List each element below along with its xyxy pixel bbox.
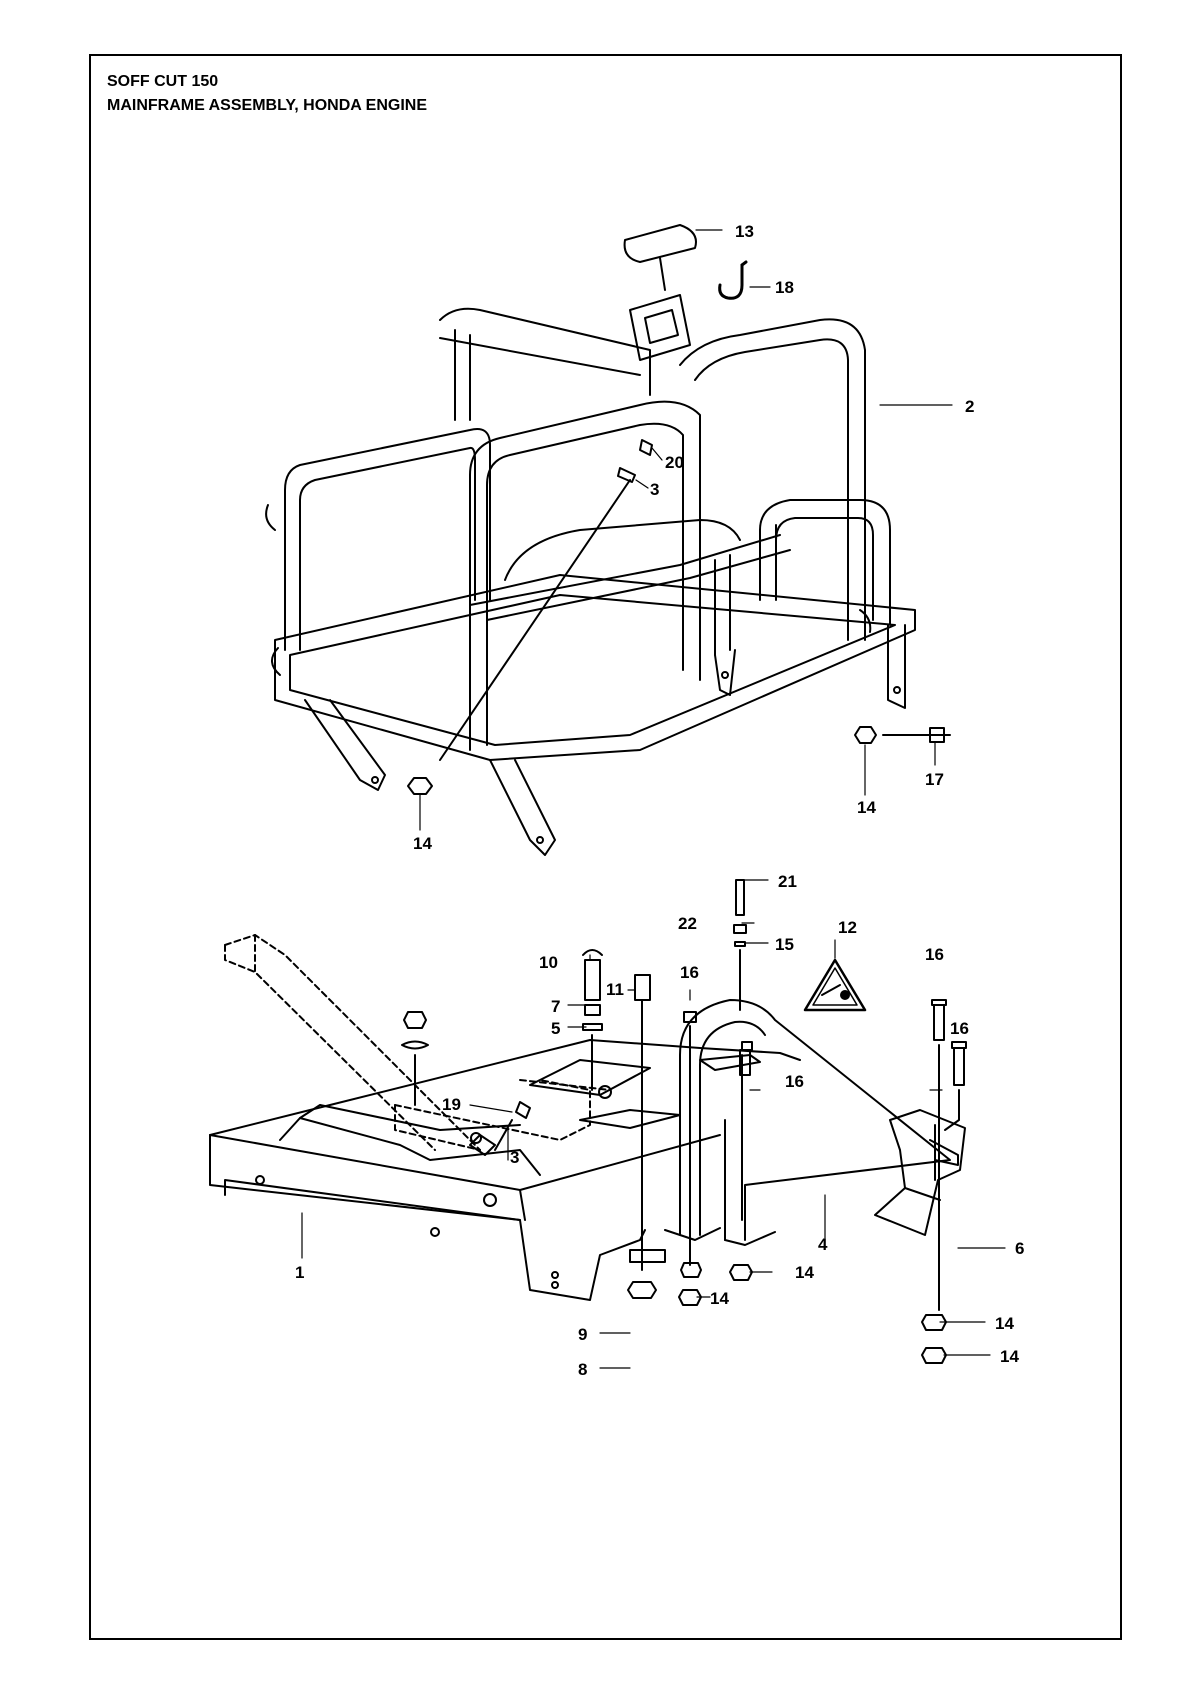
callout-9: 9 <box>578 1325 587 1344</box>
guard-bolts <box>678 879 967 1364</box>
callout-22: 22 <box>678 914 697 933</box>
callout-3-frame: 3 <box>650 480 659 499</box>
callout-14-frame-left: 14 <box>413 834 432 853</box>
frame-nuts <box>407 726 951 795</box>
base-plate <box>209 1039 801 1301</box>
lifting-hook-part <box>718 260 748 300</box>
callout-17: 17 <box>925 770 944 789</box>
callout-16-right: 16 <box>950 1019 969 1038</box>
callout-8: 8 <box>578 1360 587 1379</box>
callout-11: 11 <box>606 980 624 999</box>
callout-3-base: 3 <box>510 1148 519 1167</box>
leader-lines <box>301 229 1006 1369</box>
warning-label-part <box>803 958 867 1012</box>
callout-12: 12 <box>838 918 857 937</box>
callout-10: 10 <box>539 953 558 972</box>
frame-bolt-part <box>439 439 653 761</box>
callout-20: 20 <box>665 453 684 472</box>
callout-4: 4 <box>818 1235 828 1254</box>
callout-1: 1 <box>295 1263 304 1282</box>
callout-5: 5 <box>551 1019 560 1038</box>
rear-bracket-part <box>874 1109 966 1236</box>
hook-sleeve-part <box>623 224 697 291</box>
callout-2: 2 <box>965 397 974 416</box>
diagram-header: SOFF CUT 150 MAINFRAME ASSEMBLY, HONDA E… <box>107 70 427 118</box>
page-border <box>89 54 1122 1640</box>
callout-14-bracket-bottom: 14 <box>1000 1347 1019 1366</box>
model-name: SOFF CUT 150 <box>107 73 219 90</box>
callout-6: 6 <box>1015 1239 1024 1258</box>
mainframe-tube-frame <box>265 307 916 856</box>
callout-16-left: 16 <box>680 963 699 982</box>
belt-guard <box>664 999 959 1246</box>
callout-13: 13 <box>735 222 754 241</box>
diagram-title: MAINFRAME ASSEMBLY, HONDA ENGINE <box>107 97 428 114</box>
callout-15: 15 <box>775 935 794 954</box>
callout-7: 7 <box>551 997 560 1016</box>
callout-14-bracket-top: 14 <box>995 1314 1014 1333</box>
callout-14-frame-right: 14 <box>857 798 876 817</box>
handle-outline-dashed <box>224 934 611 1151</box>
callout-19: 19 <box>442 1095 461 1114</box>
callout-16-guard: 16 <box>785 1072 804 1091</box>
lifting-bracket <box>629 294 691 361</box>
callout-21: 21 <box>778 872 797 891</box>
callout-16-right-top: 16 <box>925 945 944 964</box>
callout-18: 18 <box>775 278 794 297</box>
callout-14-guard-right: 14 <box>795 1263 814 1282</box>
callout-14-guard-left: 14 <box>710 1289 729 1308</box>
isolator-bolts <box>401 949 666 1299</box>
callout-numbers: 13 18 2 20 3 14 14 17 21 22 15 12 10 11 … <box>295 222 1024 1379</box>
